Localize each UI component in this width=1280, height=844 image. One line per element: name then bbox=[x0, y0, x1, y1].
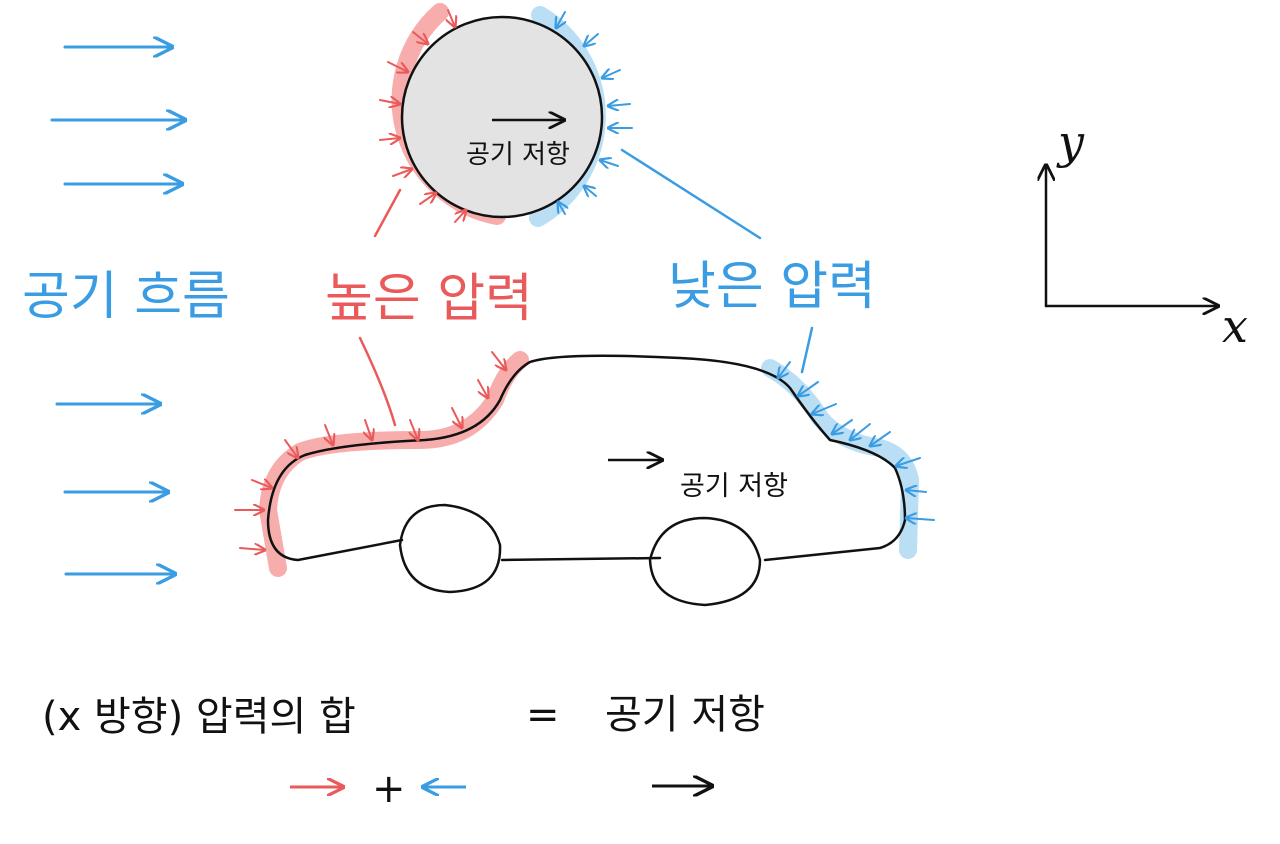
high-pressure-pointer-ball bbox=[373, 188, 402, 238]
pointer-lines bbox=[358, 148, 814, 427]
equation-rhs: 공기 저항 bbox=[605, 692, 765, 738]
car-rear-wheel bbox=[648, 516, 762, 607]
ball-body bbox=[400, 15, 604, 219]
low-pressure-pointer-car bbox=[800, 326, 814, 374]
ball: 공기 저항 bbox=[379, 3, 633, 227]
ball-high-pressure-arrows bbox=[379, 9, 466, 223]
airflow-arrows bbox=[50, 47, 185, 574]
equation-lhs: (x 방향) 압력의 합 bbox=[42, 694, 356, 740]
low-pressure-label: 낮은 압력 bbox=[668, 257, 876, 317]
high-pressure-label: 높은 압력 bbox=[325, 269, 533, 329]
car-high-pressure-band bbox=[259, 351, 529, 577]
car-front-wheel bbox=[398, 503, 502, 594]
equation: (x 방향) 압력의 합 = 공기 저항 + bbox=[42, 692, 765, 812]
car-drag-label: 공기 저항 bbox=[680, 471, 788, 502]
car-low-pressure-arrows bbox=[778, 361, 935, 520]
car: 공기 저항 bbox=[234, 351, 935, 607]
car-low-pressure-band bbox=[761, 359, 919, 559]
car-body bbox=[266, 354, 907, 562]
low-pressure-pointer-ball bbox=[620, 148, 762, 240]
ball-low-pressure-arrows bbox=[556, 11, 633, 215]
y-axis-label: y bbox=[1056, 115, 1085, 169]
ball-drag-label: 공기 저항 bbox=[466, 140, 570, 170]
car-high-pressure-arrows bbox=[234, 351, 506, 550]
equation-equals: = bbox=[526, 692, 560, 738]
legend-plus: + bbox=[372, 766, 406, 812]
axes bbox=[1046, 165, 1218, 306]
x-axis-label: x bbox=[1222, 299, 1248, 353]
high-pressure-pointer-car bbox=[358, 336, 397, 427]
airflow-label: 공기 흐름 bbox=[22, 267, 230, 327]
